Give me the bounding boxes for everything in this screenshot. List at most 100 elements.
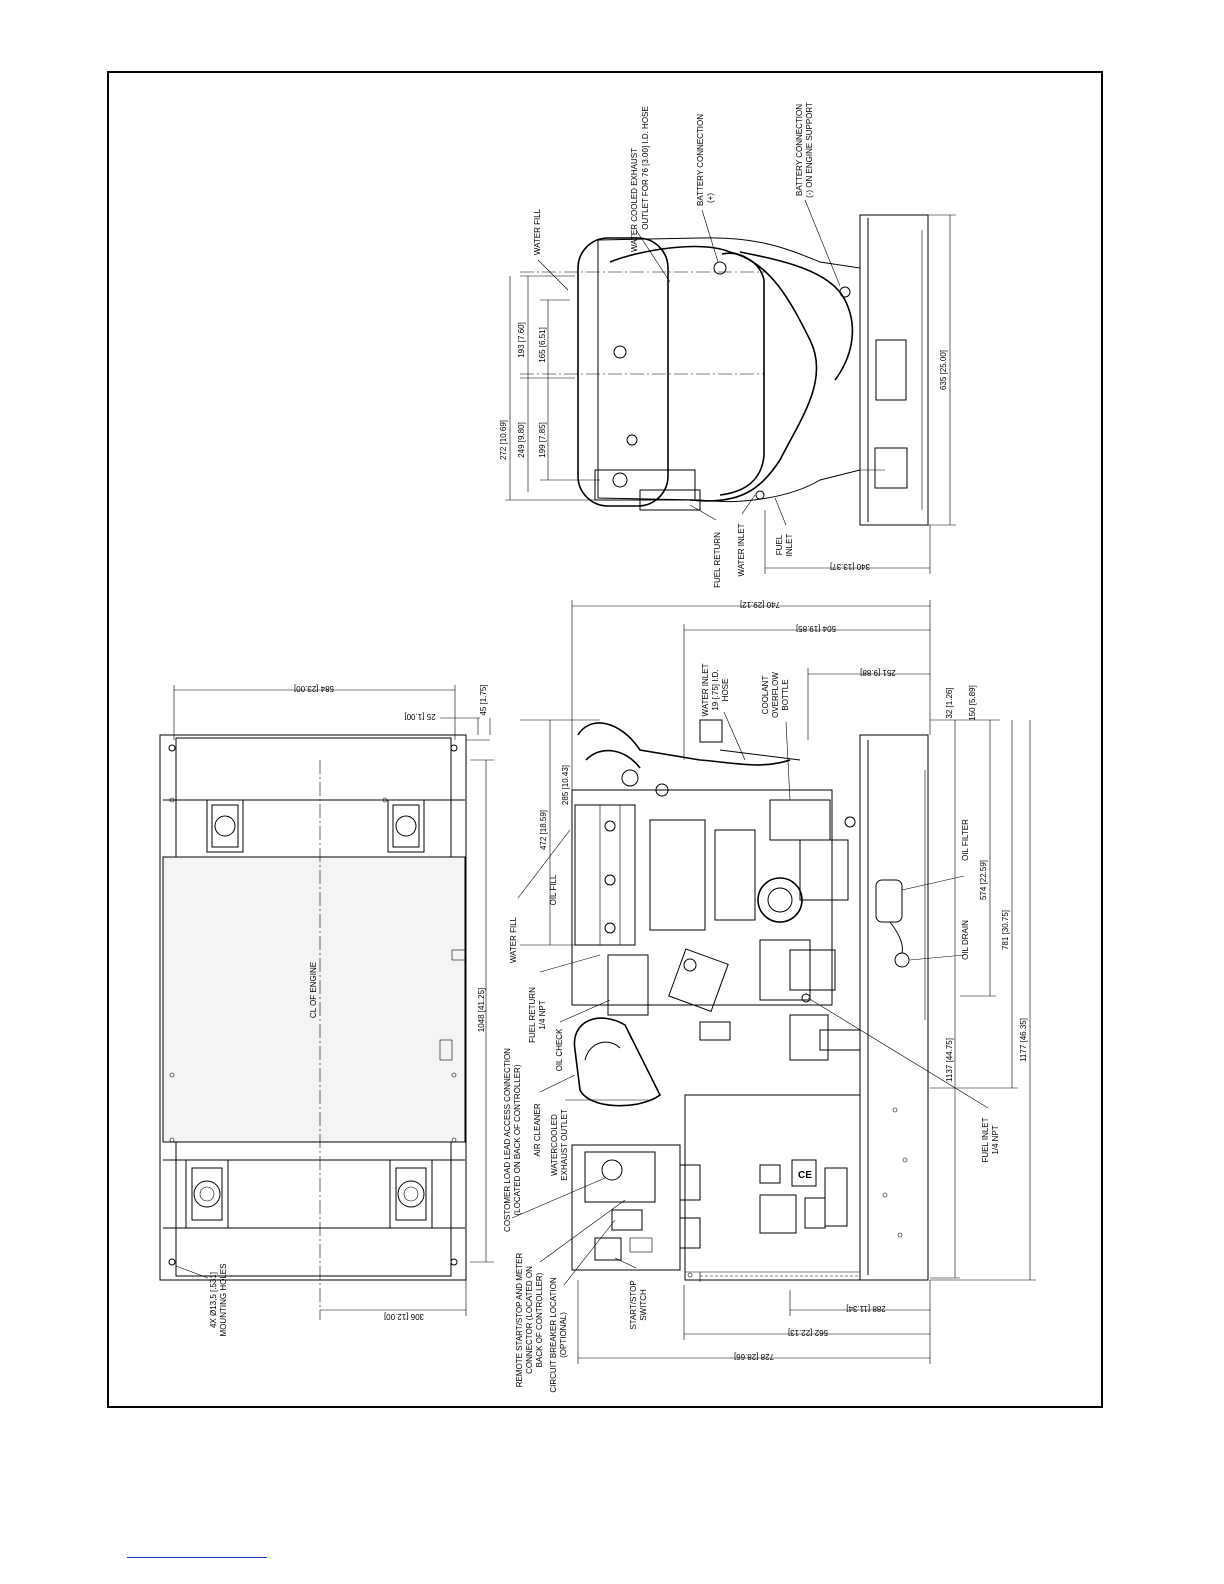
fuel-return-label-2: 1/4 NPT: [538, 1000, 547, 1029]
base-rail: [859, 734, 929, 1281]
dim-193: 193 [7.60]: [517, 322, 526, 358]
fuel-inlet-label-1: FUEL INLET: [981, 1117, 990, 1162]
water-inlet-label-3: HOSE: [721, 679, 730, 702]
dim-781: 781 [30.75]: [1001, 910, 1010, 950]
vibration-isolator: [185, 1159, 229, 1229]
base-frame-outline: [159, 734, 467, 1281]
battery-positive: [713, 261, 727, 275]
coolant-bottle: [769, 799, 831, 841]
battery-neg-label-1: BATTERY CONNECTION: [795, 104, 804, 196]
dim-1048: 1048 [41.25]: [477, 988, 486, 1032]
start-stop-label-1: START/STOP: [629, 1280, 638, 1329]
dim-199: 199 [7.85]: [538, 422, 547, 458]
exhaust-label-2: OUTLET FOR 76 [3.00] I.D. HOSE: [641, 106, 650, 229]
coolant-label-2: OVERFLOW: [771, 672, 780, 718]
drawing-frame: [107, 71, 1103, 1408]
footer-rule: [127, 1557, 267, 1558]
coolant-label-1: COOLANT: [761, 676, 770, 715]
end-base-rail: [859, 214, 929, 526]
label-plate: [759, 1164, 781, 1184]
start-stop-switch: [594, 1237, 622, 1261]
valve-cover: [574, 804, 636, 946]
customer-load-label-2: (LOCATED ON BACK OF CONTROLLER): [513, 1064, 522, 1215]
dim-340: 340 [13.37]: [830, 562, 870, 571]
battery-neg-label-2: (-) ON ENGINE SUPPORT: [805, 102, 814, 198]
oil-fill-label: OIL FILL: [549, 874, 558, 905]
breaker-label-1: CIRCUIT BREAKER LOCATION: [549, 1277, 558, 1393]
side-view: CE WATER INLET 19 [.75] I.D. HOSE COOLAN…: [503, 600, 1036, 1393]
dim-1137: 1137 [44.75]: [945, 1038, 954, 1082]
dim-1177: 1177 [46.35]: [1019, 1018, 1028, 1062]
exhaust-loop: [577, 237, 669, 507]
dim-472: 472 [18.59]: [539, 810, 548, 850]
end-water-inlet-label: WATER INLET: [737, 523, 746, 576]
water-inlet-label-1: WATER INLET: [701, 663, 710, 716]
watercooled-label-1: WATERCOOLED: [550, 1114, 559, 1176]
coolant-label-3: BOTTLE: [781, 679, 790, 710]
engine-block: [571, 789, 833, 1006]
fuel-inlet-label-2: 1/4 NPT: [991, 1125, 1000, 1154]
exhaust-hose: [577, 722, 791, 766]
generator-end: [684, 1094, 861, 1281]
dim-740: 740 [29.12]: [740, 600, 780, 609]
dim-504: 504 [19.85]: [796, 624, 836, 633]
generator-body: [162, 856, 466, 1143]
oil-drain: [894, 952, 910, 968]
remote-label-1: REMOTE START/STOP AND METER: [515, 1253, 524, 1388]
end-fuel-inlet-label-2: INLET: [785, 534, 794, 557]
breaker-label-2: (OPTIONAL): [559, 1312, 568, 1358]
mounting-holes-label-2: MOUNTING HOLES: [219, 1264, 228, 1337]
water-fill-label: WATER FILL: [509, 916, 518, 963]
oil-drain-label: OIL DRAIN: [961, 920, 970, 960]
dim-251: 251 [9.88]: [860, 668, 896, 677]
exhaust-label-1: WATER COOLED EXHAUST: [630, 148, 639, 252]
watercooled-label-2: EXHAUST OUTLET: [560, 1109, 569, 1181]
dim-165: 165 [6.51]: [538, 327, 547, 363]
customer-load-label-1: COSTOMER LOAD LEAD ACCESS CONNECTION: [503, 1048, 512, 1232]
dim-574: 574 [22.59]: [979, 860, 988, 900]
mounting-hole: [168, 1258, 176, 1266]
dim-288: 288 [11.34]: [846, 1304, 885, 1313]
battery-negative: [839, 286, 851, 298]
dim-25: 25 [1.00]: [404, 712, 435, 721]
dim-635: 635 [25.00]: [939, 350, 948, 390]
controller-box: [571, 1144, 681, 1271]
dim-728: 728 [28.66]: [734, 1352, 774, 1361]
start-stop-label-2: SWITCH: [639, 1289, 648, 1321]
dim-584: 584 [23.00]: [294, 684, 334, 693]
vibration-isolator: [389, 1159, 433, 1229]
ce-mark: CE: [798, 1170, 812, 1181]
remote-label-3: BACK OF CONTROLLER): [535, 1272, 544, 1367]
leader-mounting-holes: [175, 1265, 209, 1279]
flywheel-housing: [757, 877, 803, 923]
mount-pad: [387, 799, 425, 853]
air-cleaner: [573, 1017, 662, 1107]
dim-150: 150 [5.89]: [968, 685, 977, 721]
top-view: CL OF ENGINE 584 [23.00] 25 [1.00] 45 [1…: [159, 684, 494, 1337]
dim-272: 272 [10.69]: [499, 420, 508, 460]
oil-filter: [875, 879, 903, 923]
water-inlet-label-2: 19 [.75] I.D.: [711, 669, 720, 710]
dim-285: 285 [10.43]: [561, 765, 570, 805]
air-cleaner-label: AIR CLEANER: [533, 1103, 542, 1157]
end-view: 272 [10.69] 193 [7.60] 249 [9.80] 165 [6…: [499, 102, 956, 588]
mounting-holes-label-1: 4X Ø13,5 [.531]: [209, 1272, 218, 1328]
battery-pos-label-1: BATTERY CONNECTION: [696, 114, 705, 206]
end-label-plate: [875, 339, 907, 401]
engine-end-outline: [597, 237, 861, 503]
dim-45: 45 [1.75]: [479, 684, 488, 715]
end-water-fill-label: WATER FILL: [533, 208, 542, 255]
mounting-hole: [450, 744, 458, 752]
dim-562: 562 [22.13]: [788, 1328, 828, 1337]
end-fuel-return-label: FUEL RETURN: [713, 532, 722, 588]
oil-filter-label: OIL FILTER: [961, 819, 970, 861]
fuel-return-label-1: FUEL RETURN: [528, 987, 537, 1043]
mounting-hole: [168, 744, 176, 752]
dim-249: 249 [9.80]: [517, 422, 526, 458]
end-fuel-inlet-label-1: FUEL: [775, 534, 784, 555]
oil-check-label: OIL CHECK: [555, 1028, 564, 1071]
dim-32: 32 [1.26]: [945, 687, 954, 718]
mount-pad: [206, 799, 244, 853]
remote-label-2: CONNECTOR (LOCATED ON: [525, 1266, 534, 1374]
